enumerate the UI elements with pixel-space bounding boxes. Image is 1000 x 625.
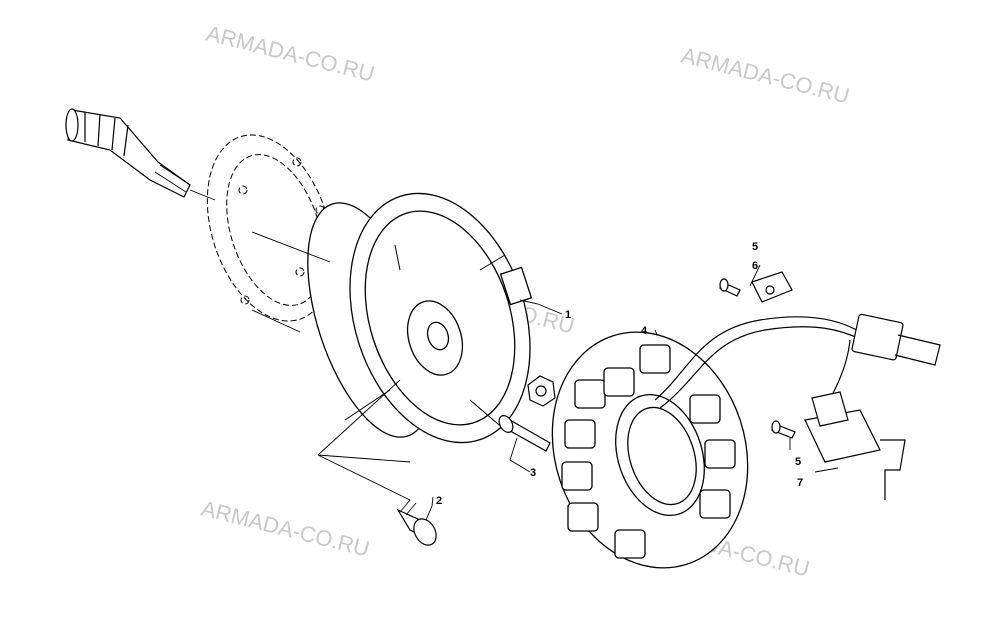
watermark-1: ARMADA-CO.RU xyxy=(204,21,377,87)
label-screw-a: 5 xyxy=(752,241,758,253)
flange-bolt xyxy=(498,415,551,452)
label-stator: 4 xyxy=(641,325,648,337)
cap-screw xyxy=(396,499,437,546)
label-pickup-bracket: 7 xyxy=(797,477,803,489)
label-screw-b: 5 xyxy=(795,456,801,468)
flywheel xyxy=(307,192,533,444)
clamp xyxy=(751,271,793,303)
flywheel-nut xyxy=(527,375,556,407)
watermark-2: ARMADA-CO.RU xyxy=(679,43,852,109)
label-flywheel: 1 xyxy=(565,309,571,321)
screw-upper xyxy=(719,278,741,297)
pickup-bracket xyxy=(771,391,906,500)
label-flange-bolt: 3 xyxy=(530,467,536,479)
watermark-4: ARMADA-CO.RU xyxy=(199,496,372,562)
stator xyxy=(551,331,749,569)
label-cap-screw: 2 xyxy=(436,495,442,507)
wire-harness xyxy=(654,313,941,409)
crankshaft xyxy=(65,108,191,198)
label-clamp: 6 xyxy=(752,260,758,272)
part-labels: 1 2 3 4 5 6 5 7 xyxy=(436,241,803,507)
